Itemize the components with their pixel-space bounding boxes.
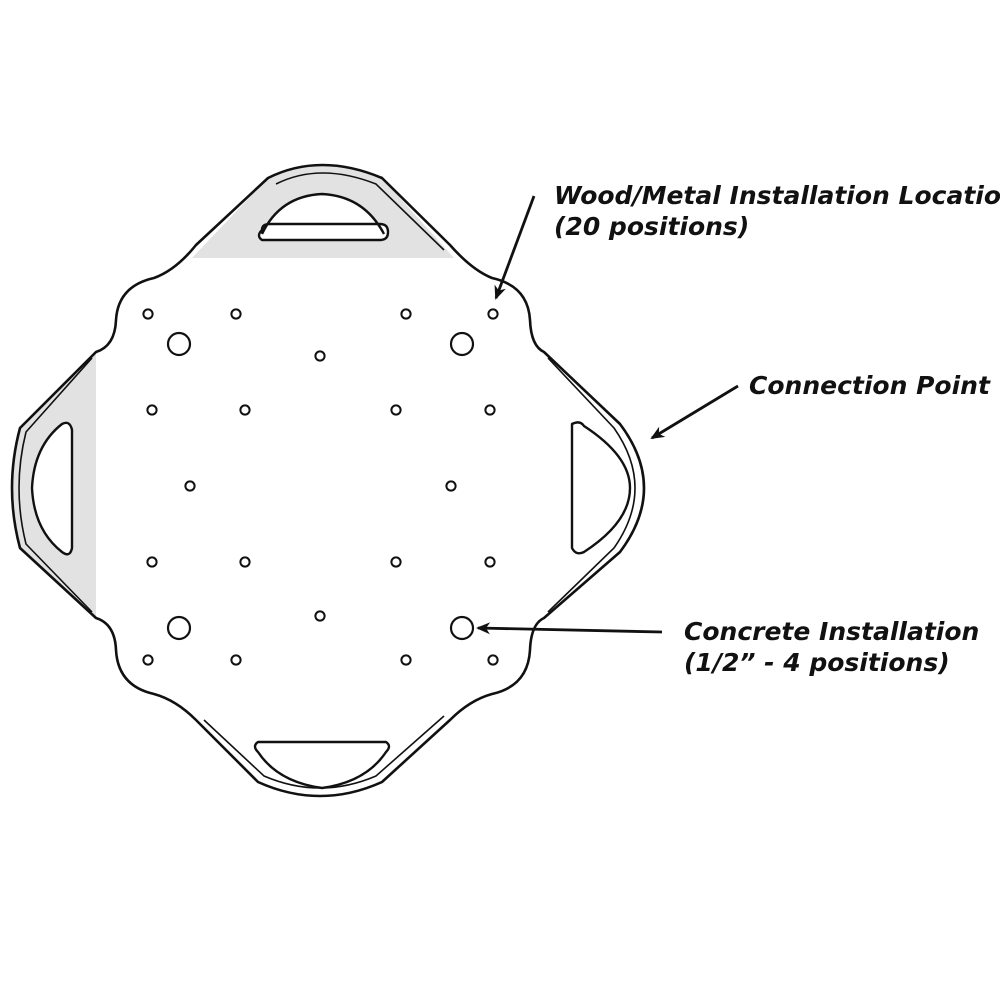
large-hole [166,331,192,357]
handle-slot-bottom [253,740,391,790]
small-hole [445,480,457,492]
small-hole [146,556,158,568]
small-hole [239,404,251,416]
concrete-holes [166,331,475,641]
handle-slot-left [30,421,74,556]
callout-connection-point-line1: Connection Point [749,371,990,400]
small-hole [484,404,496,416]
small-hole [314,610,326,622]
callout-wood-metal: Wood/Metal Installation Location (20 pos… [554,180,1000,242]
small-hole [400,308,412,320]
arrow-concrete [476,622,663,635]
small-hole [400,654,412,666]
handle-slots [30,192,632,790]
small-hole [142,654,154,666]
handle-slot-right [570,421,632,555]
small-hole [314,350,326,362]
arrow-wood-metal [494,195,536,300]
small-hole [487,654,499,666]
wood-metal-holes [142,308,499,666]
callout-connection-point: Connection Point [749,370,990,401]
small-hole [484,556,496,568]
small-hole [146,404,158,416]
tab-edge-lines [18,172,636,789]
callout-concrete-line2: (1/2” - 4 positions) [684,648,950,677]
large-hole [449,615,475,641]
handle-slot-top [257,192,390,242]
small-hole [390,556,402,568]
callout-concrete: Concrete Installation (1/2” - 4 position… [684,616,979,678]
small-hole [230,308,242,320]
small-hole [184,480,196,492]
arrow-connection-point [650,384,739,440]
callout-concrete-line1: Concrete Installation [684,617,980,646]
callout-wood-metal-line1: Wood/Metal Installation Location [554,181,1000,210]
callout-arrows [476,195,739,635]
small-hole [487,308,499,320]
small-hole [230,654,242,666]
small-hole [239,556,251,568]
tab-edge-left [18,357,93,613]
small-hole [390,404,402,416]
callout-wood-metal-line2: (20 positions) [554,212,750,241]
large-hole [449,331,475,357]
large-hole [166,615,192,641]
small-hole [142,308,154,320]
plate-outline [10,163,646,798]
tab-edge-top [275,172,445,251]
tab-edge-right [547,357,636,613]
